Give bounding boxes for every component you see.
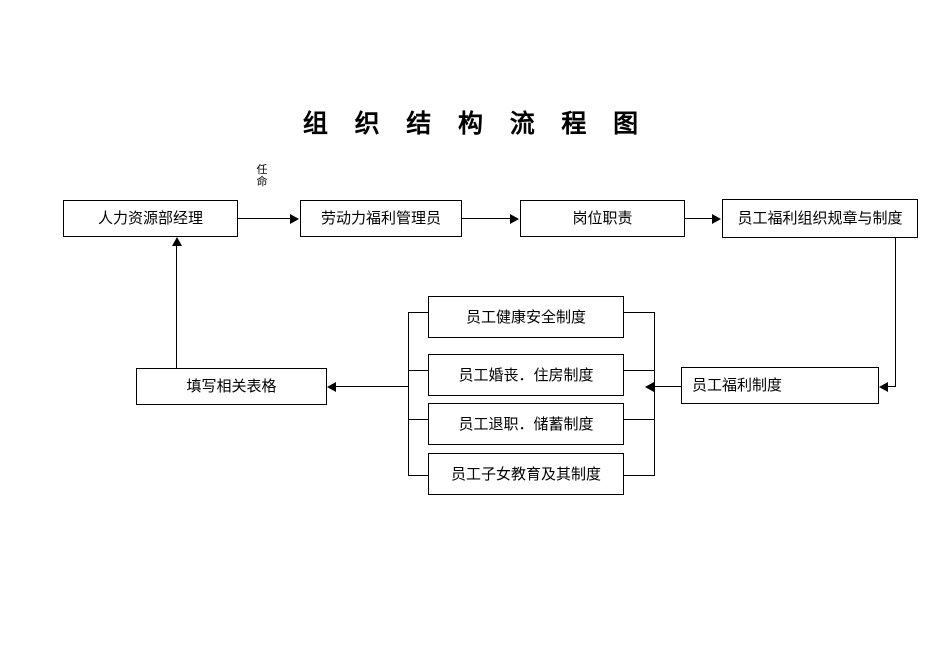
page-title: 组 织 结 构 流 程 图 — [302, 109, 648, 138]
arrowhead-duties-to-rules — [712, 214, 721, 224]
node-hr-manager-label: 人力资源部经理 — [97, 209, 203, 228]
connector-fill-forms-up — [176, 246, 177, 368]
node-policy-children-education[interactable]: 员工子女教育及其制度 — [428, 453, 624, 495]
connector-welfare-to-policies — [654, 386, 681, 387]
node-job-duties-label: 岗位职责 — [572, 209, 633, 228]
node-policy-retirement-savings-label: 员工退职．储蓄制度 — [458, 414, 594, 433]
node-labor-welfare-admin-label: 劳动力福利管理员 — [320, 209, 441, 228]
bracket-right-stub-1 — [624, 312, 655, 313]
connector-duties-to-rules — [685, 218, 713, 219]
connector-rules-to-welfare — [888, 386, 896, 387]
connector-policies-to-fill-forms — [336, 386, 409, 387]
node-job-duties[interactable]: 岗位职责 — [520, 200, 685, 237]
node-welfare-org-rules-label: 员工福利组织规章与制度 — [737, 209, 903, 228]
node-employee-welfare-system[interactable]: 员工福利制度 — [681, 367, 879, 404]
node-employee-welfare-system-label: 员工福利制度 — [692, 376, 783, 395]
arrowhead-welfare-to-policies — [645, 382, 654, 392]
connector-hr-to-admin — [238, 218, 291, 219]
bracket-left-spine — [408, 312, 409, 475]
node-policy-health-safety[interactable]: 员工健康安全制度 — [428, 296, 624, 338]
arrowhead-policies-to-fill-forms — [327, 382, 336, 392]
node-labor-welfare-admin[interactable]: 劳动力福利管理员 — [300, 200, 462, 237]
arrowhead-hr-to-admin — [290, 214, 299, 224]
connector-rules-down — [895, 238, 896, 386]
node-welfare-org-rules[interactable]: 员工福利组织规章与制度 — [722, 199, 918, 238]
node-policy-marriage-funeral-housing[interactable]: 员工婚丧．住房制度 — [428, 354, 624, 396]
bracket-right-stub-3 — [624, 419, 655, 420]
bracket-left-stub-3 — [408, 419, 429, 420]
connector-admin-to-duties — [462, 218, 511, 219]
node-fill-forms-label: 填写相关表格 — [186, 377, 277, 396]
bracket-left-stub-1 — [408, 312, 429, 313]
node-policy-marriage-funeral-housing-label: 员工婚丧．住房制度 — [458, 365, 594, 384]
node-fill-forms[interactable]: 填写相关表格 — [136, 368, 327, 405]
bracket-left-stub-4 — [408, 475, 429, 476]
node-policy-children-education-label: 员工子女教育及其制度 — [450, 464, 601, 483]
node-policy-health-safety-label: 员工健康安全制度 — [465, 307, 586, 326]
bracket-left-stub-2 — [408, 370, 429, 371]
bracket-right-spine — [654, 312, 655, 475]
node-hr-manager[interactable]: 人力资源部经理 — [63, 200, 238, 237]
node-policy-retirement-savings[interactable]: 员工退职．储蓄制度 — [428, 403, 624, 445]
arrowhead-admin-to-duties — [510, 214, 519, 224]
bracket-right-stub-4 — [624, 475, 655, 476]
bracket-right-stub-2 — [624, 370, 655, 371]
arrowhead-rules-to-welfare — [879, 382, 888, 392]
edge-label-appointment: 任命 — [256, 163, 268, 188]
arrowhead-fill-forms-to-hr — [172, 237, 182, 246]
